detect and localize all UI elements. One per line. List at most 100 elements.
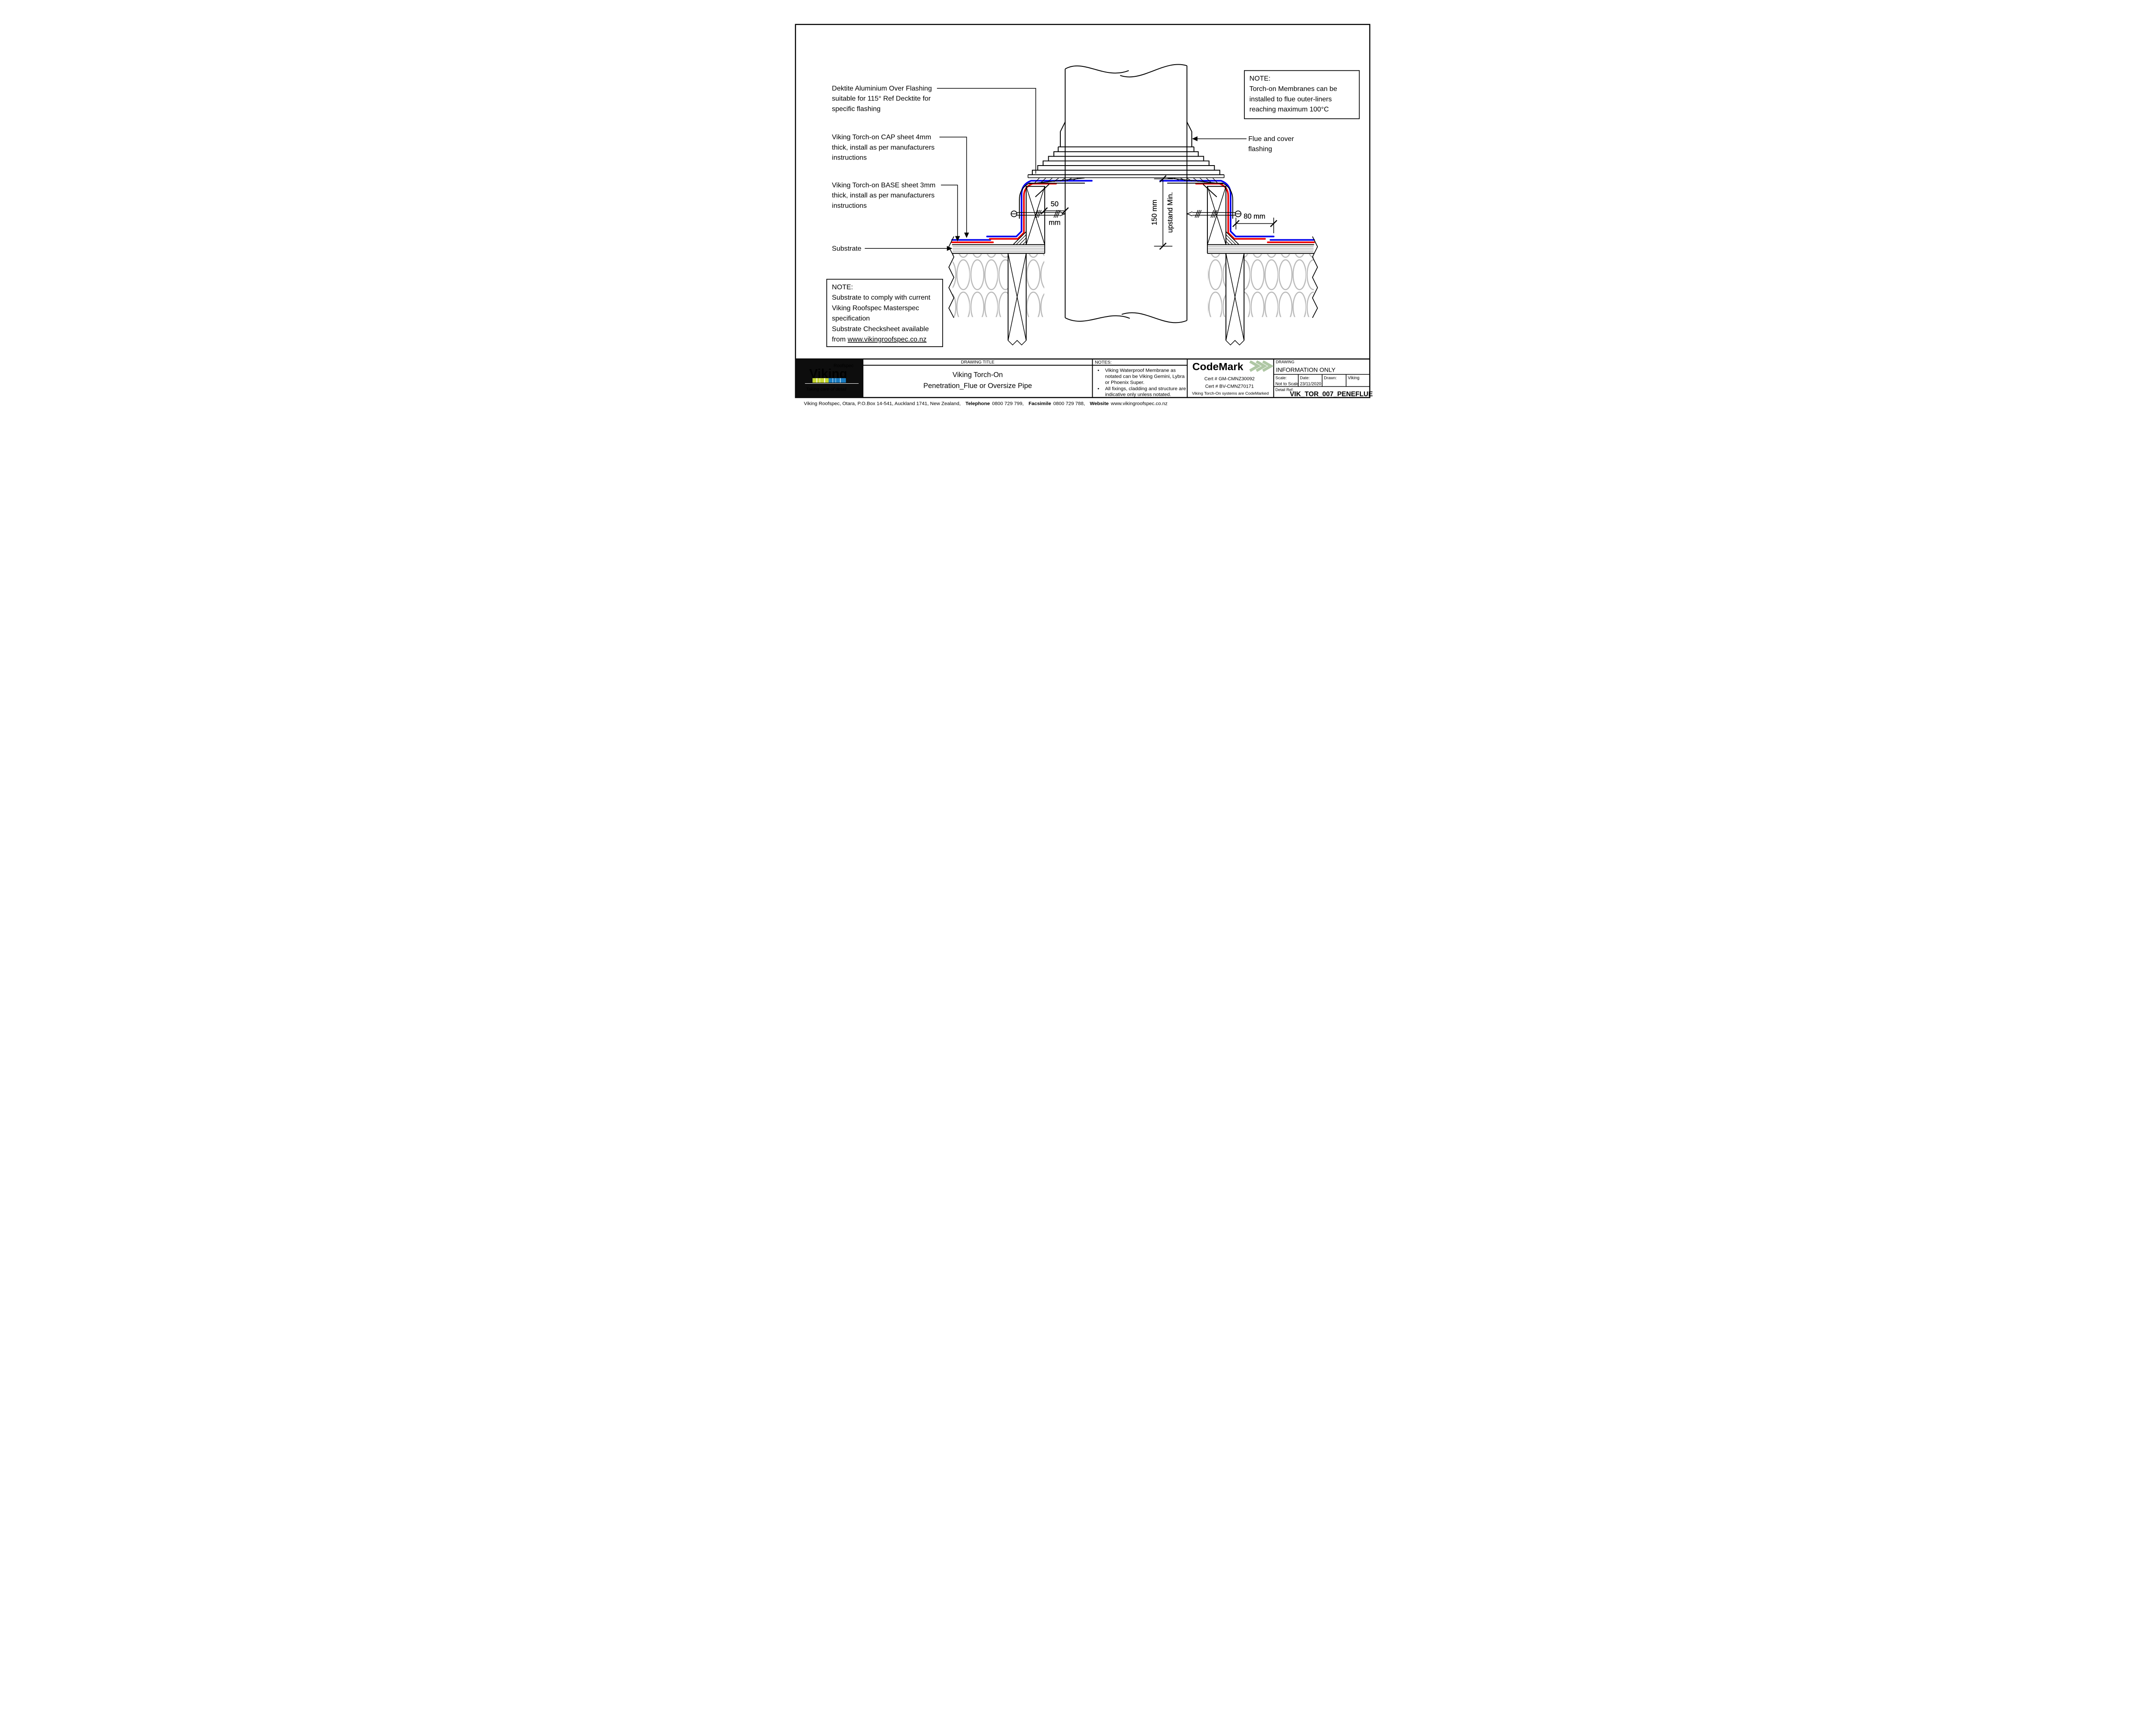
leader-base-arrow — [955, 236, 960, 242]
note-right-title: NOTE: — [1250, 75, 1271, 82]
dektite-base-plate — [1028, 174, 1225, 178]
codemark-chevrons-icon — [1249, 360, 1274, 372]
flue-pipe — [1065, 64, 1188, 323]
note-left-line5: fromwww.vikingroofspec.co.nz — [832, 336, 926, 343]
cap-membrane-right — [1159, 180, 1275, 238]
scale-value: Not to Scale — [1275, 382, 1299, 386]
leader-substrate-arrow — [946, 246, 953, 251]
drawing-title-cell: DRAWING TITLE Viking Torch-On Penetratio… — [923, 360, 1032, 390]
note-left-line1: Substrate to comply with current — [832, 294, 931, 301]
leader-cap — [939, 137, 967, 235]
viking-logo-tagline: Taking care of detail — [806, 387, 846, 392]
annotation-base-sheet: Viking Torch-on BASE sheet 3mm thick, in… — [832, 182, 935, 209]
flue-label-line2: flashing — [1248, 146, 1272, 153]
notes-item2-line2: indicative only unless notated. — [1105, 392, 1171, 398]
dektite-label-line3: specific flashing — [832, 105, 881, 113]
leader-lines — [865, 88, 1247, 251]
title-block: Roofspec Viking Taking care of detail DR… — [795, 358, 1373, 398]
fillet-left — [1012, 231, 1027, 245]
dim-80-value: 80 mm — [1244, 213, 1265, 220]
leader-dektite — [937, 88, 1036, 174]
note-right-line1: Torch-on Membranes can be — [1250, 85, 1338, 93]
codemark-cert1: Cert # GM-CMNZ30092 — [1204, 376, 1255, 382]
note-right-line3: reaching maximum 100°C — [1250, 106, 1329, 113]
scale-label: Scale: — [1275, 376, 1287, 381]
note-left-title: NOTE: — [832, 284, 853, 291]
substrate-plies-left — [953, 246, 1044, 252]
info-cell: DRAWING INFORMATION ONLY Scale: Not to S… — [1273, 360, 1373, 398]
drawing-sheet: 50 mm 150 mm upstand Min. 80 mm Dektite … — [774, 0, 1382, 430]
codemark-tagline: Viking Torch-On systems are CodeMarked — [1192, 391, 1269, 396]
bullet-icon: • — [1097, 386, 1099, 391]
joist-left — [1007, 253, 1027, 346]
dimension-150mm: 150 mm upstand Min. — [1151, 175, 1174, 250]
note-left-website-link[interactable]: www.vikingroofspec.co.nz — [847, 336, 927, 343]
left-upstand — [1010, 182, 1085, 245]
substrate-plies-right — [1208, 246, 1314, 252]
fixing-screw-left — [1010, 210, 1066, 218]
note-box-right: NOTE: Torch-on Membranes can be installe… — [1244, 70, 1360, 119]
viking-logo: Roofspec Viking Taking care of detail — [795, 359, 863, 398]
notes-cell: NOTES: • Viking Waterproof Membrane as n… — [1095, 360, 1186, 398]
footer-facsimile-label: Facsimile — [1028, 401, 1051, 407]
dimension-50mm: 50 mm — [1040, 200, 1069, 227]
substrate-label: Substrate — [832, 245, 862, 253]
base-label-line3: instructions — [832, 202, 867, 210]
leader-cap-arrow — [964, 232, 969, 238]
annotation-cap-sheet: Viking Torch-on CAP sheet 4mm thick, ins… — [832, 134, 934, 161]
date-label: Date: — [1300, 376, 1310, 381]
dim-150-label: upstand Min. — [1166, 192, 1174, 233]
viking-logo-sub: Roofspec — [834, 363, 854, 369]
drawing-title-line1: Viking Torch-On — [953, 371, 1003, 379]
footer-website-url[interactable]: www.vikingroofspec.co.nz — [1110, 401, 1168, 407]
joist-right — [1225, 253, 1245, 346]
base-membrane-right — [1195, 183, 1266, 240]
footer-telephone-label: Telephone — [965, 401, 990, 407]
note-right-line2: installed to flue outer-liners — [1250, 96, 1332, 103]
base-membrane-left — [989, 183, 1057, 240]
drawing-title-header: DRAWING TITLE — [961, 360, 995, 365]
leader-base — [941, 185, 958, 238]
dektite-label-line1: Dektite Aluminium Over Flashing — [832, 85, 932, 92]
drawn-label: Drawn: — [1324, 376, 1337, 381]
notes-header: NOTES: — [1095, 360, 1112, 365]
codemark-cert2: Cert # BV-CMNZ70171 — [1205, 384, 1254, 389]
information-only-stamp: INFORMATION ONLY — [1276, 366, 1335, 373]
note-left-line4: Substrate Checksheet available — [832, 326, 929, 333]
date-value: 23/11/2020 — [1300, 382, 1322, 386]
codemark-logo: CodeMark — [1192, 361, 1244, 373]
footer-address: Viking Roofspec, Otara, P.O.Box 14-541, … — [804, 401, 960, 407]
dim-50-value: 50 — [1051, 200, 1059, 208]
codemark-cell: CodeMark Cert # GM-CMNZ30092 Cert # BV-C… — [1192, 360, 1274, 396]
footer-website-label: Website — [1090, 401, 1109, 407]
notes-item1-line1: Viking Waterproof Membrane as — [1105, 368, 1176, 373]
footer-contact-line: Viking Roofspec, Otara, P.O.Box 14-541, … — [804, 401, 1168, 407]
dimension-80mm: 80 mm — [1232, 213, 1278, 233]
cover-flashing — [1058, 122, 1194, 152]
detail-ref-label: Detail Ref: — [1275, 388, 1294, 392]
cap-label-line3: instructions — [832, 154, 867, 162]
viking-logo-colorbar — [812, 378, 846, 383]
base-label-line1: Viking Torch-on BASE sheet 3mm — [832, 182, 935, 189]
annotation-flue: Flue and cover flashing — [1248, 135, 1294, 153]
dim-50-unit: mm — [1049, 219, 1060, 227]
annotation-dektite: Dektite Aluminium Over Flashing suitable… — [832, 85, 932, 113]
drawing-title-line2: Penetration_Flue or Oversize Pipe — [923, 382, 1032, 390]
fixing-screw-right — [1186, 210, 1241, 218]
notes-item1-line3: or Phoenix Super. — [1105, 380, 1144, 385]
cap-label-line2: thick, install as per manufacturers — [832, 144, 934, 151]
info-header: DRAWING — [1276, 360, 1294, 364]
leader-flue-arrow — [1192, 136, 1198, 141]
footer-facsimile-number: 0800 729 788, — [1053, 401, 1085, 407]
fillet-right — [1225, 231, 1240, 245]
footer-telephone-number: 0800 729 799, — [992, 401, 1024, 407]
drawn-value: Viking — [1348, 376, 1360, 381]
dektite-label-line2: suitable for 115° Ref Decktite for — [832, 95, 931, 103]
stepped-flashing-skirt — [1032, 151, 1220, 175]
note-left-line5-prefix: from — [832, 336, 846, 343]
insulation — [953, 254, 1314, 317]
notes-item2-line1: All fixings, cladding and structure are — [1105, 386, 1186, 391]
detail-ref-value: VIK_TOR_007_PENEFLUE — [1290, 391, 1373, 398]
dim-150-value: 150 mm — [1151, 200, 1159, 225]
break-edge-right — [1312, 236, 1318, 318]
